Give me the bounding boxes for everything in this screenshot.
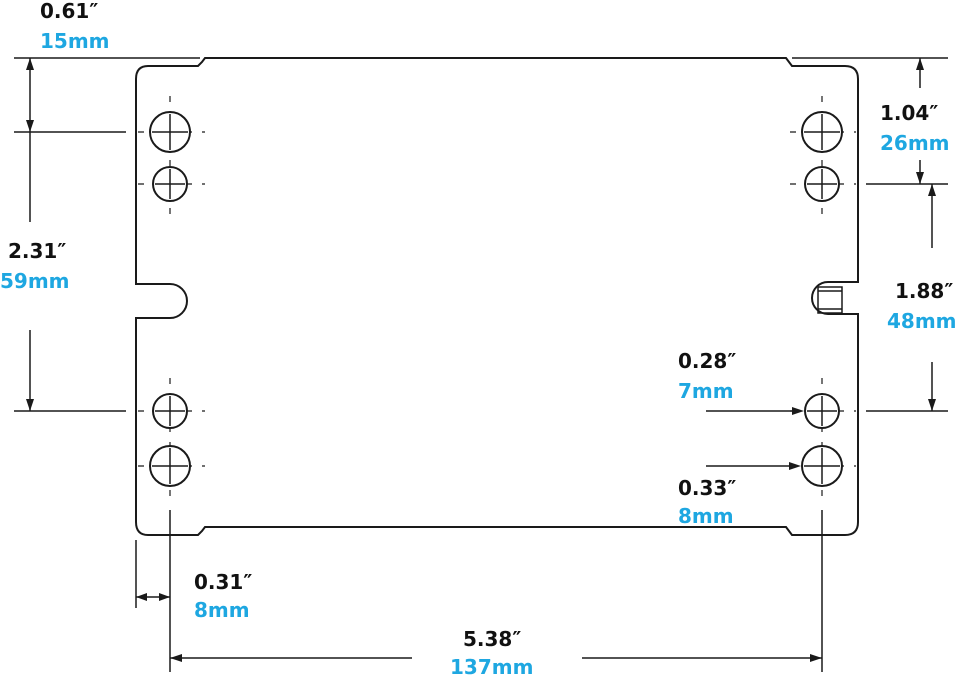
dim-upper-hole-spacing-imperial: 1.04″: [880, 101, 938, 125]
hole-top-left-large: [149, 111, 191, 153]
dim-tab-offset-metric: 15mm: [40, 29, 110, 53]
dim-edge-offset-imperial: 0.31″: [194, 570, 252, 594]
dim-left-vertical-metric: 59mm: [0, 269, 70, 293]
hole-top-left-small: [152, 166, 188, 202]
dim-upper-hole-spacing-metric: 26mm: [880, 131, 950, 155]
hole-top-right-large: [801, 111, 843, 153]
dim-tab-offset-imperial: 0.61″: [40, 0, 98, 23]
dimension-lines: [26, 58, 936, 662]
dim-small-hole-metric: 7mm: [678, 379, 734, 403]
hole-bottom-left-large: [149, 445, 191, 487]
dim-right-vertical-imperial: 1.88″: [895, 279, 953, 303]
dim-small-hole-imperial: 0.28″: [678, 349, 736, 373]
dim-right-vertical-metric: 48mm: [887, 309, 957, 333]
extension-lines: [14, 57, 948, 672]
hole-bottom-right-small: [804, 393, 840, 429]
dim-large-hole-metric: 8mm: [678, 504, 734, 528]
hole-bottom-right-large: [801, 445, 843, 487]
center-lines: [138, 96, 856, 505]
hole-bottom-left-small: [152, 393, 188, 429]
dim-edge-offset-metric: 8mm: [194, 598, 250, 622]
dim-overall-width-metric: 137mm: [450, 655, 533, 679]
dim-large-hole-imperial: 0.33″: [678, 476, 736, 500]
notch-clip: [817, 286, 843, 314]
dim-overall-width-imperial: 5.38″: [463, 627, 521, 651]
dim-left-vertical-imperial: 2.31″: [8, 239, 66, 263]
plate-outline: [135, 57, 859, 536]
hole-top-right-small: [804, 166, 840, 202]
